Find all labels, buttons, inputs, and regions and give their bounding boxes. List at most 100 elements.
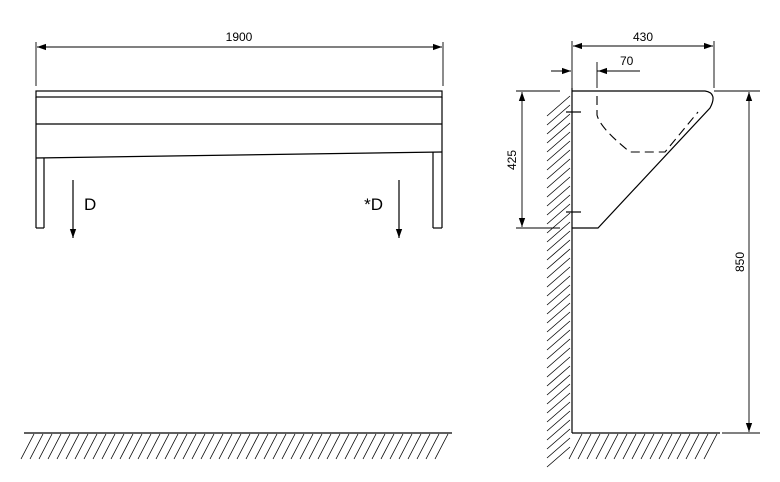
hatch-line [38, 433, 53, 460]
hatch-line [546, 158, 571, 180]
side-view: 430 70 425 850 [505, 30, 760, 468]
hatch-line [546, 113, 571, 135]
dimension-mount-height: 850 [714, 90, 760, 434]
hatch-line [546, 140, 571, 162]
hatch-line [546, 203, 571, 225]
hatch-line [546, 419, 571, 441]
hatch-line [595, 433, 610, 460]
dimension-depth: 430 [571, 30, 715, 88]
hatch-line [546, 410, 571, 432]
hatch-line [546, 302, 571, 324]
dimension-offset-label: 70 [620, 54, 634, 68]
hatch-line [434, 433, 449, 460]
floor-front [20, 432, 452, 460]
hatch-line [236, 433, 251, 460]
hatch-line [29, 433, 44, 460]
hatch-line [546, 356, 571, 378]
front-view: 1900 D *D [20, 30, 452, 460]
sink-profile-side [566, 90, 714, 229]
hatch-line [546, 122, 571, 144]
hatch-line [92, 433, 107, 460]
hatch-line [586, 433, 601, 460]
hatch-line [613, 433, 628, 460]
hatch-line [546, 185, 571, 207]
hatch-line [577, 433, 592, 460]
hatch-line [568, 433, 583, 460]
hatch-line [667, 433, 682, 460]
hatch-line [362, 433, 377, 460]
hatch-line [272, 433, 287, 460]
sink-body-front [35, 90, 443, 229]
hatch-line [676, 433, 691, 460]
drain-marker-right: *D [364, 180, 403, 238]
hatch-line [546, 311, 571, 333]
hatch-line [546, 383, 571, 405]
dimension-length: 1900 [35, 30, 444, 86]
hatch-line [290, 433, 305, 460]
hatch-line [101, 433, 116, 460]
hatch-line [254, 433, 269, 460]
dimension-depth-label: 430 [633, 30, 653, 44]
hatch-line [317, 433, 332, 460]
hatch-line [407, 433, 422, 460]
hatch-line [546, 338, 571, 360]
drain-label-left: D [84, 195, 96, 214]
hatch-line [658, 433, 673, 460]
hatch-line [546, 221, 571, 243]
hatch-line [416, 433, 431, 460]
hatch-line [546, 149, 571, 171]
hatch-line [546, 167, 571, 189]
hatch-line [546, 212, 571, 234]
hatch-line [546, 293, 571, 315]
hatch-line [56, 433, 71, 460]
drain-marker-left: D [69, 180, 96, 238]
hatch-line [631, 433, 646, 460]
hatch-line [47, 433, 62, 460]
hatch-line [344, 433, 359, 460]
hatch-line [83, 433, 98, 460]
hatch-line [191, 433, 206, 460]
hatch-line [353, 433, 368, 460]
hatch-line [164, 433, 179, 460]
hatch-line [546, 104, 571, 126]
hatch-line [155, 433, 170, 460]
hatch-line [546, 329, 571, 351]
hatch-line [546, 437, 571, 459]
hatch-line [546, 275, 571, 297]
hatch-line [281, 433, 296, 460]
hatch-line [146, 433, 161, 460]
hatch-line [685, 433, 700, 460]
hatch-line [546, 248, 571, 270]
hatch-line [546, 239, 571, 261]
hatch-line [546, 320, 571, 342]
hatch-line [137, 433, 152, 460]
hatch-line [263, 433, 278, 460]
hatch-line [604, 433, 619, 460]
hatch-line [200, 433, 215, 460]
hatch-line [245, 433, 260, 460]
hatch-line [694, 433, 709, 460]
hatch-line [546, 347, 571, 369]
hatch-line [546, 194, 571, 216]
hatch-line [546, 365, 571, 387]
hatch-line [546, 392, 571, 414]
hatch-line [546, 428, 571, 450]
hatch-line [128, 433, 143, 460]
hatch-line [227, 433, 242, 460]
hatch-line [119, 433, 134, 460]
hatch-line [173, 433, 188, 460]
hatch-line [640, 433, 655, 460]
hatch-line [425, 433, 440, 460]
floor-side [568, 432, 720, 460]
wall [546, 88, 573, 468]
hatch-line [182, 433, 197, 460]
hatch-line [703, 433, 718, 460]
hatch-line [546, 446, 571, 468]
hatch-line [546, 176, 571, 198]
hatch-line [74, 433, 89, 460]
dimension-length-label: 1900 [226, 30, 253, 44]
hatch-line [209, 433, 224, 460]
dimension-height-label: 425 [505, 150, 519, 170]
hatch-line [110, 433, 125, 460]
